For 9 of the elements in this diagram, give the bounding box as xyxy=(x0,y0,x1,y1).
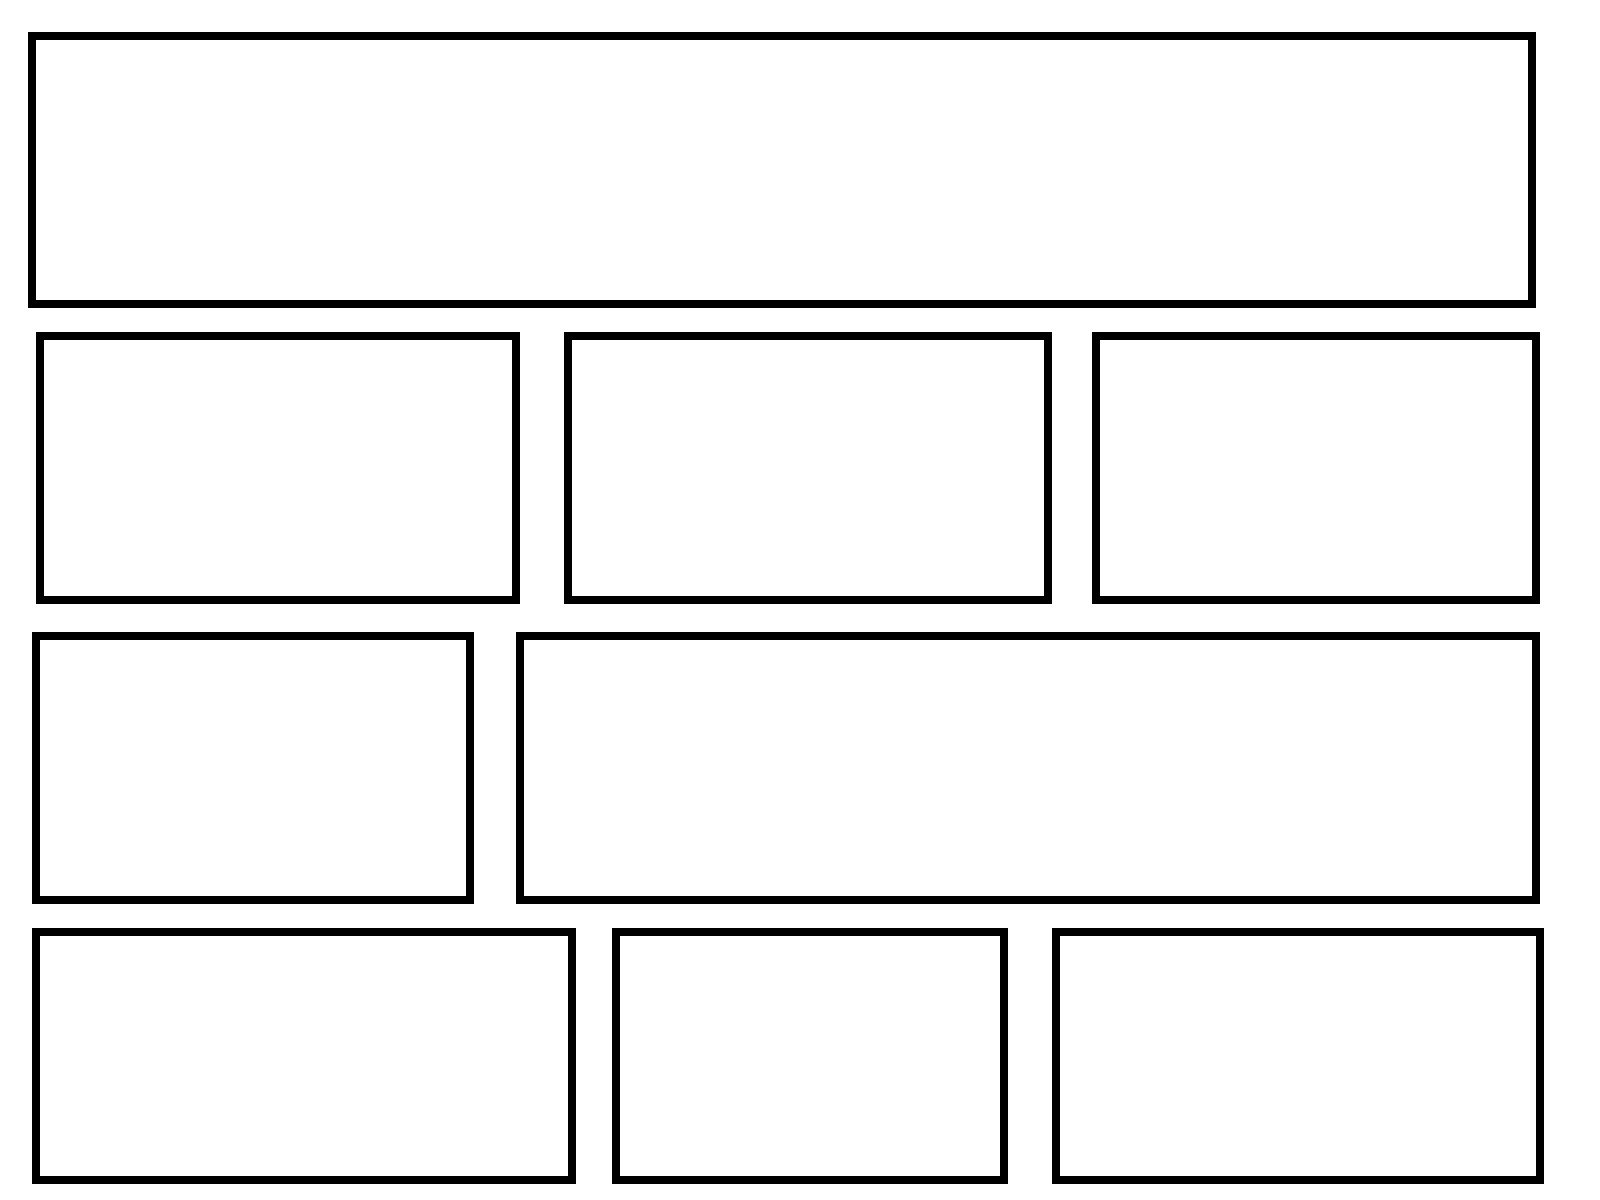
comic-panel xyxy=(1052,928,1544,1184)
comic-panel xyxy=(516,632,1540,904)
comic-panel xyxy=(28,32,1536,308)
comic-panel xyxy=(32,928,576,1184)
comic-panel xyxy=(612,928,1008,1184)
comic-panel xyxy=(36,332,520,604)
comic-panel xyxy=(1092,332,1540,604)
comic-panel xyxy=(564,332,1052,604)
comic-panel xyxy=(32,632,474,904)
